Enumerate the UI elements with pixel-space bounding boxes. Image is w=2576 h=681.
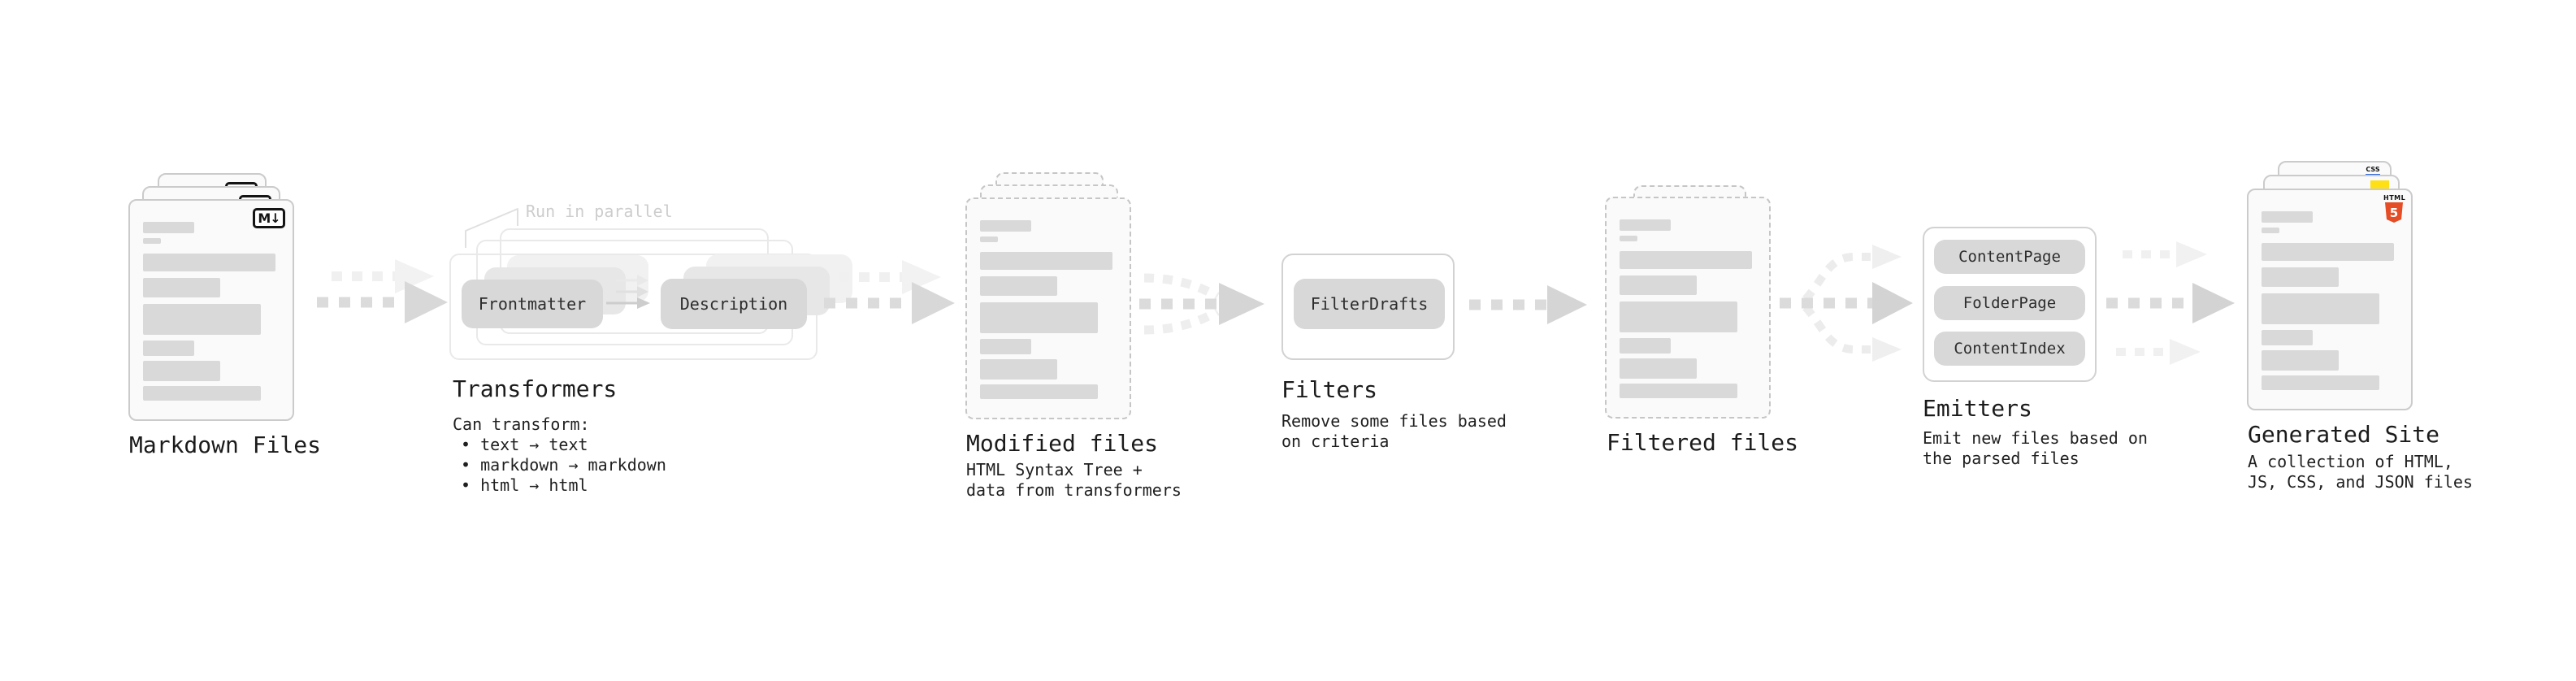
contentpage-pill: ContentPage (1934, 240, 2085, 274)
skeleton-bar (143, 278, 220, 297)
skeleton-bar (980, 339, 1031, 354)
skeleton-bar (980, 384, 1098, 399)
transformers-bullet: • text → text (461, 435, 588, 454)
skeleton-bar (1620, 301, 1737, 332)
skeleton-bar (1620, 275, 1697, 295)
emitters-note-line: Emit new files based on (1923, 428, 2148, 448)
markdown-files-stack: M↓ M↓ M↓ (128, 173, 294, 421)
emitters-note-line: the parsed files (1923, 449, 2079, 468)
modified-note-line: data from transformers (966, 480, 1182, 500)
skeleton-bar (143, 304, 261, 335)
skeleton-bar (143, 222, 194, 233)
modified-note-line: HTML Syntax Tree + (966, 460, 1143, 479)
skeleton-bar (980, 302, 1098, 333)
skeleton-bar (1620, 384, 1737, 398)
description-pill: Description (661, 279, 807, 329)
folderpage-pill: FolderPage (1934, 286, 2085, 320)
text-skeleton (1607, 198, 1769, 398)
html5-icon-word: HTML (2383, 194, 2406, 202)
skeleton-bar (980, 276, 1057, 296)
transformers-note: Can transform: • text → text • markdown … (453, 414, 666, 496)
modified-files-note: HTML Syntax Tree + data from transformer… (966, 460, 1182, 501)
skeleton-bar (2262, 211, 2313, 223)
arrow-transformers-to-modified (824, 260, 955, 324)
emitters-note: Emit new files based on the parsed files (1923, 428, 2148, 469)
filters-note: Remove some files based on criteria (1281, 411, 1507, 452)
filtered-files-label: Filtered files (1607, 429, 1799, 456)
skeleton-bar (143, 386, 261, 401)
html5-icon-shield: 5 (2385, 202, 2403, 223)
filtered-file-card (1605, 197, 1771, 419)
skeleton-bar (1620, 358, 1697, 379)
skeleton-bar (2262, 228, 2279, 233)
contentindex-pill: ContentIndex (1934, 332, 2085, 366)
transformers-note-title: Can transform: (453, 414, 590, 434)
modified-files-label: Modified files (966, 430, 1159, 457)
transformers-bullet: • markdown → markdown (461, 455, 666, 475)
emitters-label: Emitters (1923, 395, 2032, 422)
skeleton-bar (143, 361, 220, 381)
filterdrafts-pill: FilterDrafts (1294, 279, 1445, 329)
markdown-file-card: M↓ (128, 199, 294, 421)
arrow-contentpage-to-site (2123, 241, 2207, 267)
arrow-folderpage-to-site (2106, 283, 2235, 323)
skeleton-bar (980, 359, 1057, 380)
generated-note-line: JS, CSS, and JSON files (2248, 472, 2473, 492)
skeleton-bar (980, 236, 998, 242)
arrow-markdown-to-transformers (317, 259, 448, 323)
filters-note-line: on criteria (1281, 432, 1390, 451)
transformers-label: Transformers (453, 375, 618, 402)
arrow-contentindex-to-site (2116, 339, 2201, 365)
markdown-icon: M↓ (253, 208, 285, 228)
modified-files-stack (965, 172, 1131, 419)
run-in-parallel-annotation: Run in parallel (526, 202, 673, 221)
skeleton-bar (2262, 293, 2379, 324)
modified-file-card (965, 197, 1131, 419)
skeleton-bar (1620, 338, 1671, 354)
generated-note-line: A collection of HTML, (2248, 452, 2453, 471)
skeleton-bar (980, 220, 1031, 232)
frontmatter-to-description-arrows (606, 275, 650, 309)
skeleton-bar (1620, 219, 1671, 231)
transformers-bullet: • html → html (461, 475, 588, 495)
arrow-filters-to-filtered (1469, 285, 1587, 324)
text-skeleton (967, 199, 1130, 399)
generated-site-note: A collection of HTML, JS, CSS, and JSON … (2248, 452, 2473, 492)
skeleton-bar (2262, 350, 2339, 371)
css-icon-label: CSS (2366, 166, 2380, 173)
skeleton-bar (2262, 330, 2313, 345)
filters-label: Filters (1281, 376, 1378, 403)
run-in-parallel-leader-line (465, 208, 518, 248)
frontmatter-pill: Frontmatter (462, 280, 603, 328)
skeleton-bar (980, 252, 1112, 270)
skeleton-bar (2262, 375, 2379, 390)
skeleton-bar (1620, 236, 1637, 241)
skeleton-bar (143, 238, 161, 244)
skeleton-bar (143, 254, 275, 271)
skeleton-bar (2262, 267, 2339, 287)
html5-icon: HTML 5 (2383, 194, 2405, 223)
js-icon (2370, 180, 2389, 191)
skeleton-bar (1620, 251, 1752, 269)
filtered-files-stack (1605, 185, 1771, 419)
generated-site-stack: CSS HTML 5 (2247, 161, 2413, 410)
skeleton-bar (2262, 243, 2394, 261)
arrow-modified-to-filters (1139, 273, 1264, 335)
filters-note-line: Remove some files based (1281, 411, 1507, 431)
text-skeleton (2249, 190, 2411, 390)
skeleton-bar (143, 340, 194, 356)
text-skeleton (130, 201, 293, 401)
markdown-files-label: Markdown Files (129, 432, 322, 458)
arrow-filtered-to-emitters (1780, 245, 1913, 362)
html-file-card: HTML 5 (2247, 189, 2413, 410)
generated-site-label: Generated Site (2248, 421, 2440, 448)
